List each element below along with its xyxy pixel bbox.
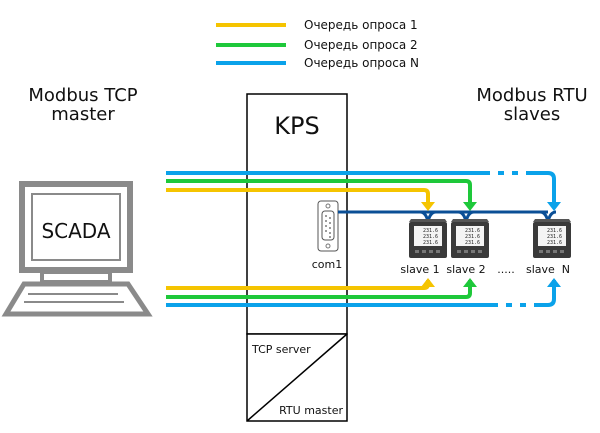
arrow-up-queue-n (547, 278, 561, 287)
meter-reading: 231.6 (423, 228, 438, 234)
legend-label-queue-n: Очередь опроса N (304, 56, 419, 70)
request-line-queue-2 (166, 179, 472, 208)
slaves-title-line1: Modbus RTU (476, 85, 587, 106)
response-line-queue-n (166, 280, 556, 307)
com-port-icon (317, 200, 339, 252)
legend: Очередь опроса 1 Очередь опроса 2 Очеред… (216, 18, 419, 70)
arrow-down-queue-2 (463, 202, 477, 211)
meter-reading: 231.6 (465, 240, 480, 246)
request-line-queue-n (166, 171, 556, 208)
scada-label: SCADA (41, 219, 110, 243)
slave-devices: 231.6231.6231.6231.6231.6231.6231.6231.6… (409, 219, 571, 258)
kps-title: KPS (274, 112, 319, 140)
meter-reading: 231.6 (465, 228, 480, 234)
meter-display (538, 226, 566, 246)
slave-label-2: slave 2 (446, 263, 485, 276)
arrow-up-queue-1 (421, 278, 435, 287)
request-lines (166, 171, 556, 208)
meter-reading: 231.6 (423, 234, 438, 240)
meter-display (456, 226, 484, 246)
master-title-line1: Modbus TCP (28, 85, 137, 106)
slave-label-1: slave 1 (400, 263, 439, 276)
arrow-up-queue-2 (463, 278, 477, 287)
legend-label-queue-1: Очередь опроса 1 (304, 18, 418, 32)
meter-reading: 231.6 (465, 234, 480, 240)
slave-label-n: slave N (526, 263, 570, 276)
kps-protocol-divider (246, 333, 348, 422)
slaves-title-line2: slaves (504, 104, 561, 125)
request-line-queue-1 (166, 188, 430, 208)
response-line-queue-2 (166, 280, 472, 299)
master-title-line2: master (51, 104, 115, 125)
rtu-master-label: RTU master (279, 404, 343, 417)
tcp-server-label: TCP server (251, 343, 311, 356)
meter-reading: 231.6 (423, 240, 438, 246)
com-port-label: com1 (312, 258, 343, 271)
request-arrows (421, 202, 561, 211)
meter-reading: 231.6 (547, 228, 562, 234)
arrow-down-queue-1 (421, 202, 435, 211)
response-lines (166, 280, 556, 307)
scada-computer-icon (1, 181, 153, 317)
meter-display (414, 226, 442, 246)
legend-label-queue-2: Очередь опроса 2 (304, 38, 418, 52)
slaves-ellipsis: ..... (497, 263, 514, 276)
response-arrows (421, 278, 561, 287)
meter-reading: 231.6 (547, 240, 562, 246)
arrow-down-queue-n (547, 202, 561, 211)
meter-reading: 231.6 (547, 234, 562, 240)
rtu-bus (338, 210, 557, 223)
